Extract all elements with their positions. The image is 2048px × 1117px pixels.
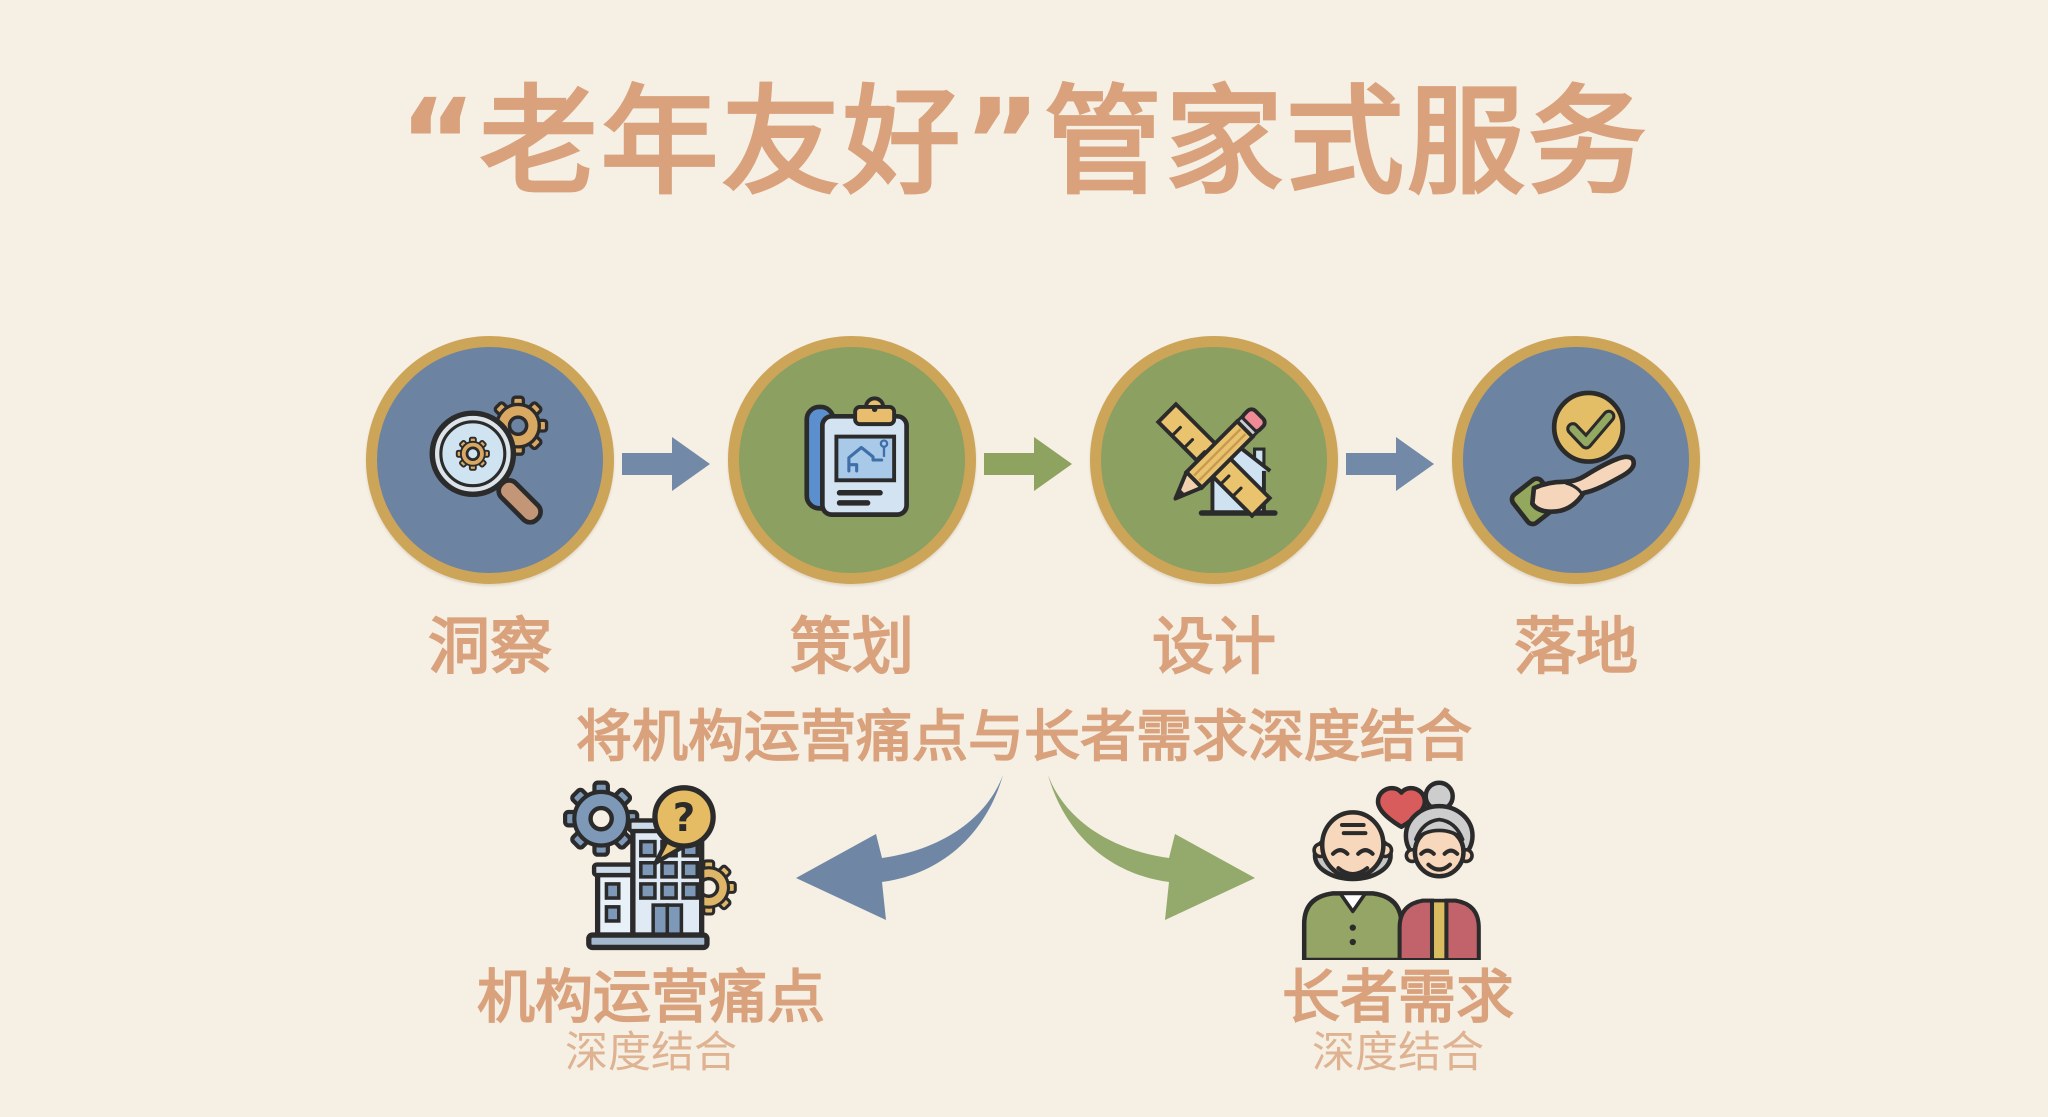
branch-subtitle-elders: 深度结合	[1312, 1028, 1484, 1078]
step-circle-planning	[728, 336, 976, 584]
magnifier-gears-icon	[429, 395, 549, 525]
step-label-design: 设计	[1151, 610, 1276, 683]
connector-text: 将机构运营痛点与长者需求深度结合	[576, 705, 1472, 770]
building-gears-icon: ?	[550, 764, 737, 951]
step-label-planning: 策划	[789, 610, 914, 683]
branch-subtitle-institution: 深度结合	[565, 1028, 737, 1078]
elderly-couple-icon	[1301, 780, 1481, 960]
curved-arrow-left-icon	[796, 775, 1003, 920]
ruler-pencil-house-icon	[1155, 401, 1278, 519]
step-circle-insight	[366, 336, 614, 584]
branch-title-elders: 长者需求	[1281, 963, 1514, 1031]
step-label-delivery: 落地	[1513, 610, 1638, 683]
hand-checkmark-icon	[1509, 390, 1637, 527]
branch-title-institution: 机构运营痛点	[476, 963, 825, 1031]
step-circle-design	[1090, 336, 1338, 584]
curved-arrow-right-icon	[1048, 775, 1255, 920]
step-label-insight: 洞察	[427, 610, 552, 683]
page-title: “老年友好”管家式服务	[398, 73, 1650, 211]
question-mark-glyph: ?	[673, 796, 696, 841]
step-circle-delivery	[1452, 336, 1700, 584]
blueprint-clipboard-icon	[804, 396, 909, 517]
flow-arrow-icon	[622, 437, 710, 491]
flow-arrow-icon	[1346, 437, 1434, 491]
flow-arrow-icon	[984, 437, 1072, 491]
